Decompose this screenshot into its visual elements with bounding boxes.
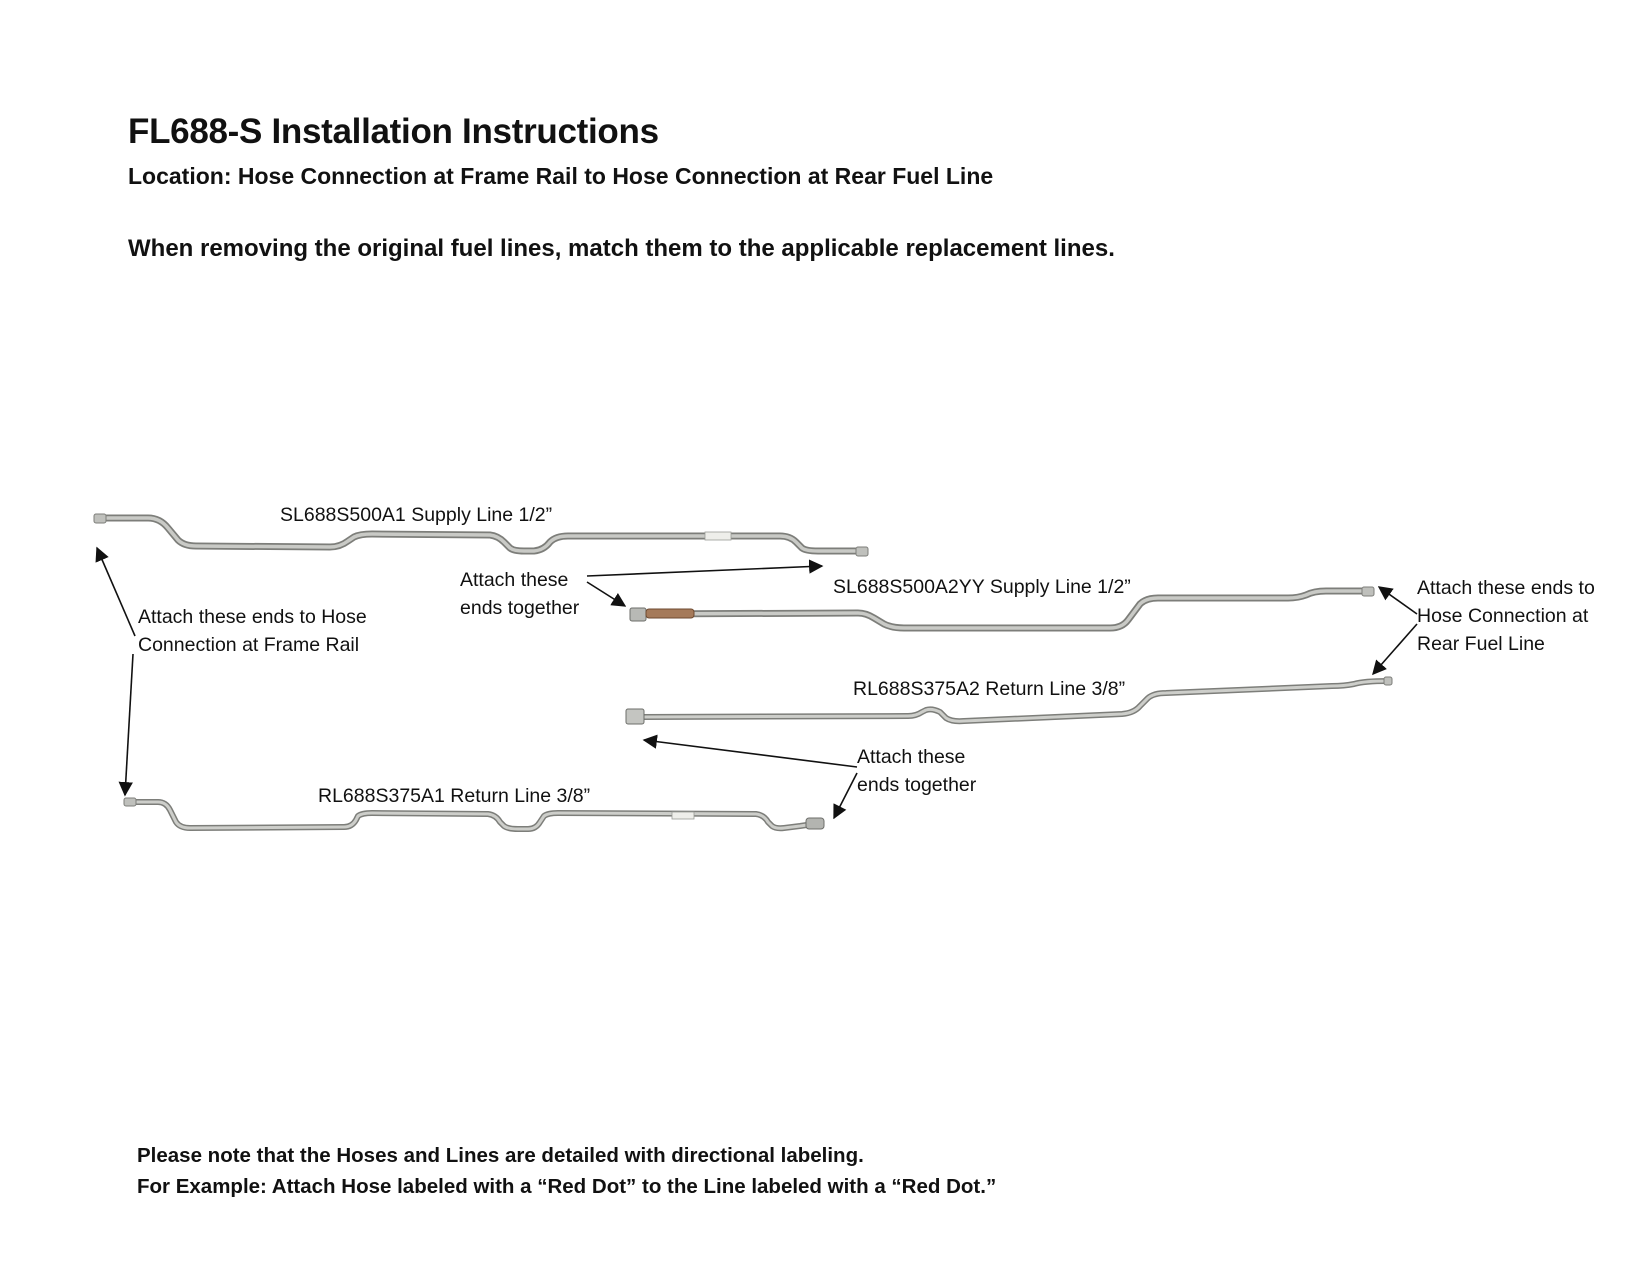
label-rl688s375a2: RL688S375A2 Return Line 3/8” <box>853 678 1126 700</box>
label-rl688s375a1: RL688S375A1 Return Line 3/8” <box>318 785 591 807</box>
callout-supply-join-line1: Attach these <box>460 569 569 591</box>
callout-return-join-line1: Attach these <box>857 746 966 768</box>
callout-rear-fuel: Attach these ends to Hose Connection at … <box>1417 574 1595 658</box>
footer-note-directional: Please note that the Hoses and Lines are… <box>137 1144 864 1167</box>
rear-fuel-arrows <box>1372 586 1418 676</box>
callout-rear-fuel-line2: Hose Connection at <box>1417 605 1589 627</box>
label-sl688s500a2yy: SL688S500A2YY Supply Line 1/2” <box>833 576 1131 598</box>
supply-join-arrows <box>586 559 824 607</box>
location-subtitle: Location: Hose Connection at Frame Rail … <box>128 163 994 189</box>
callout-frame-rail-line2: Connection at Frame Rail <box>138 634 360 656</box>
callout-return-join: Attach these ends together <box>857 743 976 799</box>
page-title: FL688-S Installation Instructions <box>128 112 659 151</box>
callout-supply-join: Attach these ends together <box>460 566 579 622</box>
supply-line-sl688s500a1-tube <box>93 513 869 557</box>
callout-frame-rail-line1: Attach these ends to Hose <box>138 606 367 628</box>
label-sl688s500a1: SL688S500A1 Supply Line 1/2” <box>280 504 553 526</box>
callout-return-join-line2: ends together <box>857 774 977 796</box>
callout-frame-rail: Attach these ends to Hose Connection at … <box>138 603 367 659</box>
callout-rear-fuel-line3: Rear Fuel Line <box>1417 633 1545 655</box>
matching-instruction: When removing the original fuel lines, m… <box>128 235 1115 262</box>
frame-rail-arrows <box>95 546 136 797</box>
footer-note-example: For Example: Attach Hose labeled with a … <box>137 1175 997 1198</box>
return-join-arrows <box>642 734 858 820</box>
return-line-rl688s375a1-tube <box>123 797 825 832</box>
supply-line-sl688s500a2yy-tube <box>629 586 1375 632</box>
return-line-rl688s375a2-tube <box>625 676 1393 725</box>
callout-supply-join-line2: ends together <box>460 597 580 619</box>
callout-rear-fuel-line1: Attach these ends to <box>1417 577 1595 599</box>
